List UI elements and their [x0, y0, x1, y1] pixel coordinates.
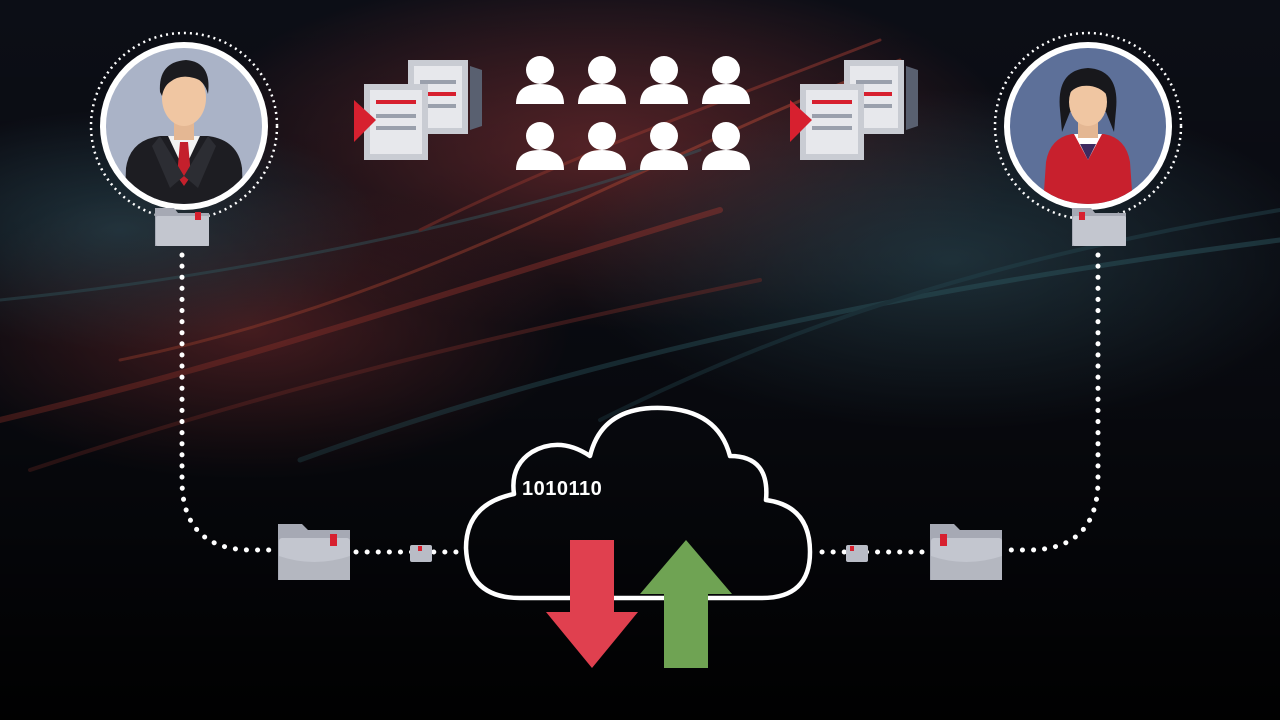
left-dotted-line: [179, 252, 281, 553]
cloud-binary-text: 1010110: [522, 478, 603, 500]
person-icon: [516, 56, 564, 104]
right-dotted-line: [999, 252, 1101, 553]
person-icon: [640, 122, 688, 170]
download-arrow-icon: [546, 540, 638, 668]
folder-icon: [155, 208, 209, 246]
businessman-avatar-icon: [89, 31, 279, 221]
folder-icon: [930, 524, 1002, 580]
upload-arrow-icon: [640, 540, 732, 668]
person-icon: [578, 56, 626, 104]
document-transfer-icon: [354, 60, 482, 160]
people-group: [516, 56, 750, 170]
folder-icon: [846, 545, 868, 562]
businesswoman-avatar-icon: [993, 31, 1183, 221]
person-icon: [578, 122, 626, 170]
person-icon: [640, 56, 688, 104]
cloud-icon: [463, 405, 813, 601]
folder-icon: [1072, 208, 1126, 246]
person-icon: [702, 122, 750, 170]
document-transfer-icon: [790, 60, 918, 160]
folder-icon: [278, 524, 350, 580]
person-icon: [516, 122, 564, 170]
person-icon: [702, 56, 750, 104]
folder-icon: [410, 545, 432, 562]
